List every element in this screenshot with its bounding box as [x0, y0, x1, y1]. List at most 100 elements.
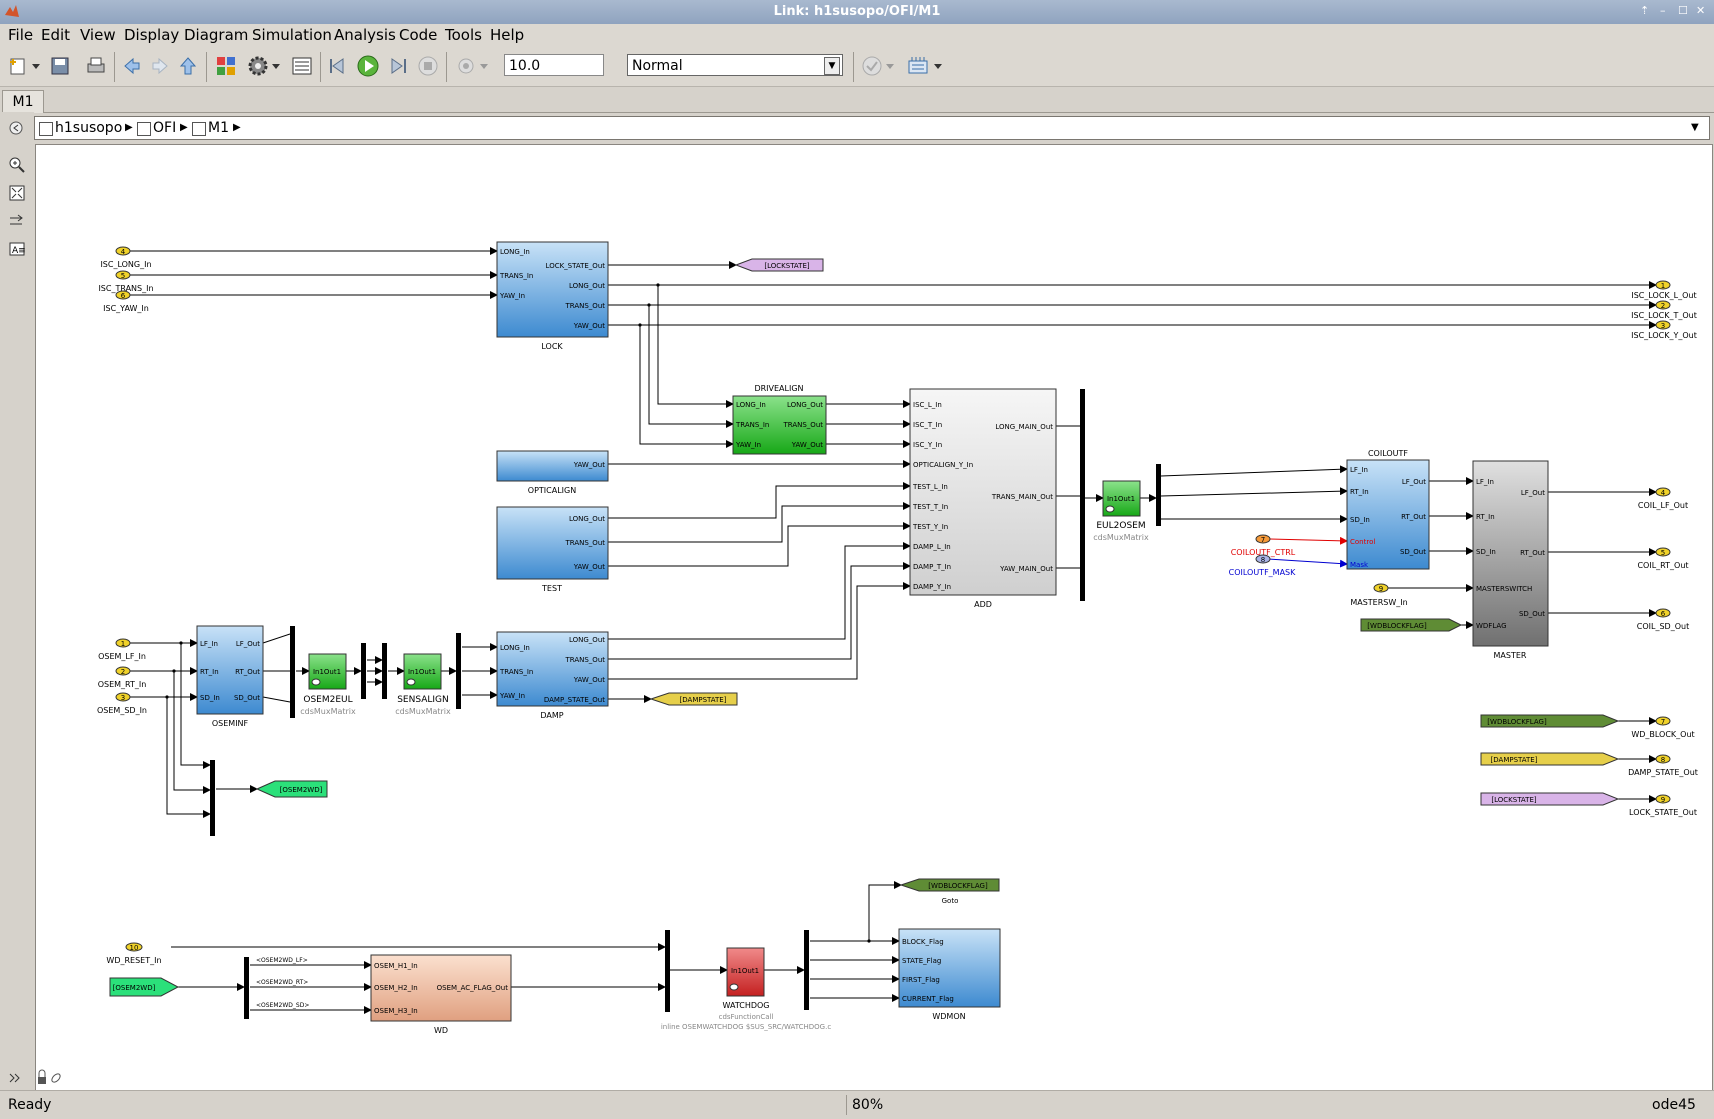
mux-bar[interactable] [290, 626, 295, 718]
chevron-right-icon[interactable]: ▶ [233, 122, 241, 133]
new-dropdown-icon[interactable] [30, 54, 42, 78]
chevron-right-icon[interactable]: ▶ [125, 122, 133, 133]
library-browser-icon[interactable] [214, 54, 238, 78]
mux-bar[interactable] [665, 930, 670, 1012]
build-dropdown-icon[interactable] [932, 54, 944, 78]
step-back-icon[interactable] [326, 54, 350, 78]
menu-display[interactable]: Display [124, 26, 180, 44]
demux-bar[interactable] [456, 633, 461, 709]
build-icon[interactable] [906, 54, 930, 78]
model-advisor-icon[interactable] [860, 54, 884, 78]
stop-icon[interactable] [416, 54, 440, 78]
block-opticalign[interactable]: YAW_Out OPTICALIGN [496, 450, 609, 495]
tab-m1[interactable]: M1 [2, 90, 44, 113]
breadcrumb-item[interactable]: M1 [208, 120, 229, 136]
annotation-icon[interactable]: A≡ [8, 240, 26, 262]
menu-analysis[interactable]: Analysis [334, 26, 396, 44]
back-icon[interactable] [120, 54, 144, 78]
block-eul2osem[interactable]: In1Out1 EUL2OSEM cdsMuxMatrix [1093, 480, 1149, 542]
fit-to-view-icon[interactable] [8, 184, 26, 206]
from-wdblockflag-2[interactable]: [WDBLOCKFLAG] [1480, 714, 1620, 728]
maximize-icon[interactable]: ☐ [1678, 4, 1688, 17]
simulation-mode-select[interactable]: Normal▼ [627, 54, 843, 76]
from-osem2wd[interactable]: [OSEM2WD] [109, 977, 180, 997]
block-drivealign[interactable]: DRIVEALIGN LONG_In TRANS_In YAW_In LONG_… [732, 384, 827, 455]
goto-lockstate[interactable]: [LOCKSTATE] [734, 258, 824, 272]
menu-tools[interactable]: Tools [445, 26, 482, 44]
bus-selector-bar[interactable] [244, 957, 249, 1019]
advisor-dropdown-icon[interactable] [884, 54, 896, 78]
settings-dropdown-icon[interactable] [270, 54, 282, 78]
block-oseminf[interactable]: LF_In RT_In SD_In LF_Out RT_Out SD_Out O… [196, 625, 264, 728]
breadcrumb-item[interactable]: h1susopo [55, 120, 123, 136]
save-icon[interactable] [48, 54, 72, 78]
block-wdmon[interactable]: BLOCK_Flag STATE_Flag FIRST_Flag CURRENT… [898, 928, 1001, 1021]
print-icon[interactable] [84, 54, 108, 78]
settings-gear-icon[interactable] [246, 54, 270, 78]
demux-bar[interactable] [1156, 464, 1161, 526]
zoom-icon[interactable] [8, 156, 26, 178]
inport-osem-rt[interactable]: 2OSEM_RT_In [98, 666, 147, 689]
demux-bar[interactable] [804, 930, 809, 1010]
block-master[interactable]: LF_In RT_In SD_In MASTERSWITCH WDFLAG LF… [1472, 460, 1549, 660]
chevron-right-icon[interactable]: ▶ [180, 122, 188, 133]
chevron-down-icon[interactable]: ▼ [824, 57, 840, 75]
hide-explorer-icon[interactable] [8, 120, 24, 140]
block-osem2eul[interactable]: In1Out1 OSEM2EUL cdsMuxMatrix [300, 653, 356, 716]
goto-dampstate[interactable]: [DAMPSTATE] [649, 692, 738, 706]
from-wdblockflag[interactable]: [WDBLOCKFLAG] [1360, 618, 1463, 632]
new-model-icon[interactable] [6, 54, 30, 78]
up-icon[interactable] [176, 54, 200, 78]
window-up-icon[interactable]: ⇡ [1640, 4, 1650, 17]
mux-bar[interactable] [1080, 389, 1085, 601]
mux-bar[interactable] [382, 643, 387, 699]
block-damp[interactable]: LONG_In TRANS_In YAW_In LONG_Out TRANS_O… [496, 631, 609, 720]
menu-diagram[interactable]: Diagram [184, 26, 249, 44]
menu-simulation[interactable]: Simulation [252, 26, 332, 44]
link-icon[interactable] [50, 1072, 61, 1083]
close-icon[interactable]: ✕ [1696, 4, 1706, 17]
from-dampstate[interactable]: [DAMPSTATE] [1480, 752, 1620, 766]
expand-icon[interactable] [8, 1070, 22, 1089]
block-coiloutf[interactable]: COILOUTF LF_In RT_In SD_In Control Mask … [1346, 449, 1430, 570]
menu-view[interactable]: View [80, 26, 116, 44]
block-add[interactable]: ISC_L_In ISC_T_In ISC_Y_In OPTICALIGN_Y_… [909, 388, 1057, 609]
record-dropdown-icon[interactable] [478, 54, 490, 78]
minimize-icon[interactable]: – [1660, 4, 1666, 17]
demux-bar[interactable] [361, 643, 366, 699]
step-forward-icon[interactable] [386, 54, 410, 78]
arrow-direction-icon[interactable] [8, 212, 26, 234]
forward-icon[interactable] [148, 54, 172, 78]
menu-file[interactable]: File [8, 26, 34, 44]
menu-edit[interactable]: Edit [41, 26, 71, 44]
from-lockstate[interactable]: [LOCKSTATE] [1480, 792, 1620, 806]
menu-code[interactable]: Code [399, 26, 438, 44]
goto-wdblockflag[interactable]: [WDBLOCKFLAG]Goto [899, 878, 1000, 905]
goto-osem2wd[interactable]: [OSEM2WD] [255, 780, 328, 798]
model-explorer-icon[interactable] [290, 54, 314, 78]
block-watchdog[interactable]: In1Out1 WATCHDOG cdsFunctionCall inline … [661, 947, 832, 1031]
lock-icon[interactable] [38, 1069, 46, 1084]
mux-bar[interactable] [210, 760, 215, 836]
block-lock[interactable]: LONG_In TRANS_In YAW_In LOCK_STATE_Out L… [496, 241, 609, 351]
record-icon[interactable] [454, 54, 478, 78]
block-test[interactable]: LONG_Out TRANS_Out YAW_Out TEST [496, 506, 609, 593]
menu-help[interactable]: Help [490, 26, 525, 44]
